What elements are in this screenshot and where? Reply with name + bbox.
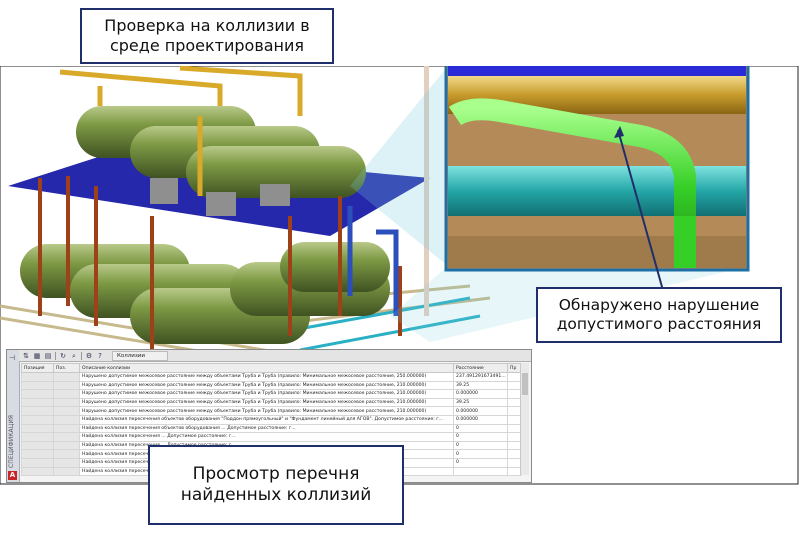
distance-cell: 237.491291673491...	[453, 372, 508, 382]
toolbar-separator	[81, 351, 82, 360]
refresh-icon[interactable]: ↻	[60, 351, 66, 360]
pos-cell	[53, 380, 80, 391]
side-label[interactable]: СПЕЦИФИКАЦИЯ	[8, 415, 15, 468]
table-row[interactable]: Найдена коллизия пересечения объектов об…	[21, 414, 522, 425]
settings-icon[interactable]: ⚙	[85, 351, 93, 360]
scrollbar-thumb[interactable]	[522, 373, 528, 395]
distance-cell: 0.000000	[453, 414, 508, 425]
description-cell: Найдена коллизия пересечения объектов об…	[79, 423, 454, 434]
position-cell	[21, 372, 54, 382]
help-icon[interactable]: ?	[98, 351, 102, 360]
title-line-2: среде проектирования	[109, 36, 305, 55]
position-cell	[21, 406, 54, 416]
column-header[interactable]: Описание коллизии	[79, 363, 454, 373]
sort-icon[interactable]: ⇅	[23, 351, 29, 360]
table-row[interactable]: Нарушено допустимое межосевое расстояние…	[21, 406, 522, 416]
pos-cell	[53, 406, 80, 416]
position-cell	[21, 414, 54, 425]
position-cell	[21, 449, 54, 459]
description-cell: Нарушено допустимое межосевое расстояние…	[79, 406, 454, 416]
pos-cell	[53, 397, 80, 408]
title-line-1: Проверка на коллизии в	[104, 16, 310, 36]
distance-cell: 0	[453, 457, 508, 468]
panel-side-bar: ⊣ СПЕЦИФИКАЦИЯ A	[7, 350, 20, 482]
position-cell	[21, 440, 54, 451]
zoom-icon[interactable]: ⌕	[72, 351, 76, 360]
pos-cell	[53, 457, 80, 468]
distance-cell: 0.000000	[453, 406, 508, 416]
distance-cell: 0.000000	[453, 389, 508, 399]
distance-cell: 39.25	[453, 397, 508, 408]
pos-cell	[53, 423, 80, 434]
description-cell: Найдена коллизия пересечения объектов об…	[79, 414, 454, 425]
pos-cell	[53, 414, 80, 425]
panel-toolbar: ⇅ ▦ ▤ ↻ ⌕ ⚙ ? Коллизии	[19, 350, 531, 362]
distance-cell: 0	[453, 449, 508, 459]
column-header[interactable]: Расстояние	[453, 363, 508, 373]
table-row[interactable]: Нарушено допустимое межосевое расстояние…	[21, 397, 522, 408]
distance-cell	[453, 466, 508, 477]
table-row[interactable]: Найдена коллизия пересечения ... Допусти…	[21, 432, 522, 442]
description-cell: Нарушено допустимое межосевое расстояние…	[79, 389, 454, 399]
pos-cell	[53, 432, 80, 442]
table-header-row: Позиция Поз. Описание коллизии Расстояни…	[21, 363, 522, 373]
pin-icon[interactable]: ⊣	[9, 354, 16, 362]
pos-cell	[53, 449, 80, 459]
violation-line-1: Обнаружено нарушение	[558, 296, 760, 315]
violation-callout: Обнаружено нарушение допустимого расстоя…	[536, 287, 782, 343]
position-cell	[21, 389, 54, 399]
description-cell: Нарушено допустимое межосевое расстояние…	[79, 397, 454, 408]
distance-cell: 0	[453, 423, 508, 434]
table-row[interactable]: Нарушено допустимое межосевое расстояние…	[21, 372, 522, 382]
toolbar-separator	[55, 351, 56, 360]
position-cell	[21, 423, 54, 434]
description-cell: Нарушено допустимое межосевое расстояние…	[79, 372, 454, 382]
table-row[interactable]: Найдена коллизия пересечения объектов об…	[21, 423, 522, 434]
column-header[interactable]: Поз.	[53, 363, 80, 373]
position-cell	[21, 457, 54, 468]
grid-icon[interactable]: ▦	[33, 351, 41, 360]
distance-cell: 0	[453, 432, 508, 442]
violation-line-2: допустимого расстояния	[556, 315, 762, 333]
distance-cell: 39.25	[453, 380, 508, 391]
table-row[interactable]: Нарушено допустимое межосевое расстояние…	[21, 380, 522, 391]
pos-cell	[53, 440, 80, 451]
export-icon[interactable]: ▤	[44, 351, 52, 360]
position-cell	[21, 466, 54, 477]
model-viewport[interactable]	[0, 66, 800, 486]
table-row[interactable]: Нарушено допустимое межосевое расстояние…	[21, 389, 522, 399]
pos-cell	[53, 372, 80, 382]
list-line-2: найденных коллизий	[180, 485, 372, 505]
title-callout: Проверка на коллизии в среде проектирова…	[80, 8, 334, 64]
panel-title-tab[interactable]: Коллизии	[112, 350, 168, 361]
position-cell	[21, 380, 54, 391]
pos-cell	[53, 389, 80, 399]
vertical-scrollbar[interactable]	[520, 363, 529, 475]
distance-cell: 0	[453, 440, 508, 451]
list-callout: Просмотр перечня найденных коллизий	[148, 445, 404, 525]
description-cell: Найдена коллизия пересечения ... Допусти…	[79, 432, 454, 442]
pos-cell	[53, 466, 80, 477]
column-header[interactable]: Позиция	[21, 363, 54, 373]
description-cell: Нарушено допустимое межосевое расстояние…	[79, 380, 454, 391]
position-cell	[21, 432, 54, 442]
app-logo-icon: A	[8, 471, 17, 480]
position-cell	[21, 397, 54, 408]
list-line-1: Просмотр перечня	[192, 464, 360, 485]
